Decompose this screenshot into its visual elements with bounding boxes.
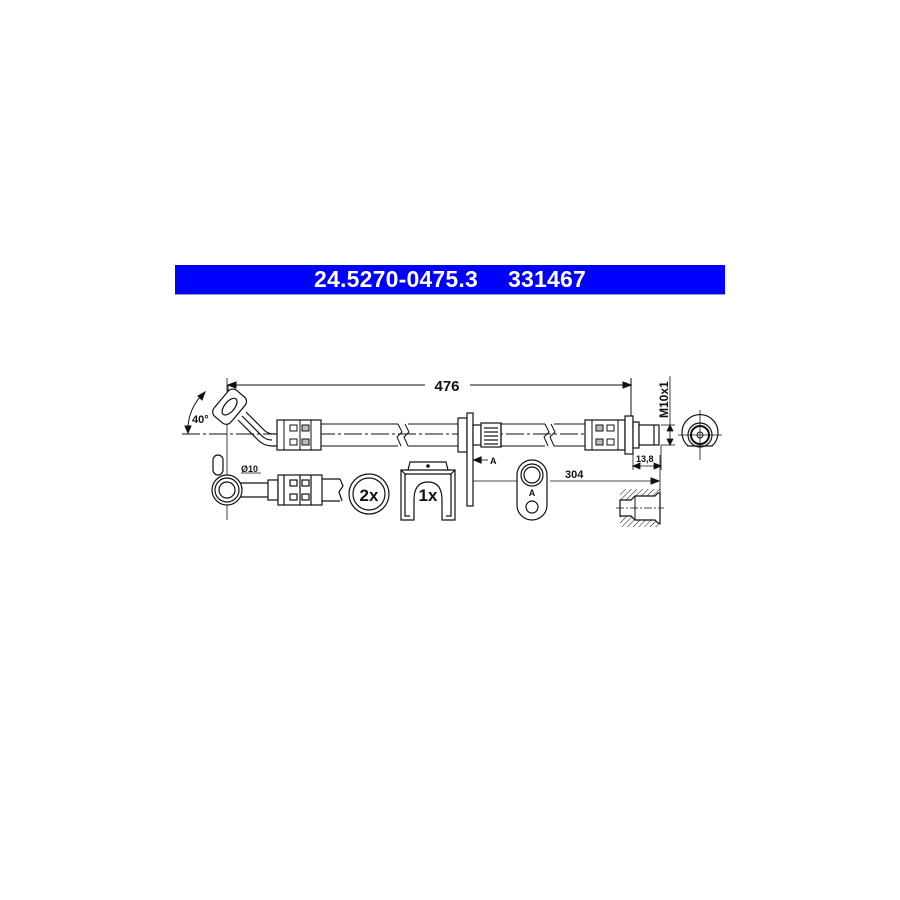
clip-quantity-label: 1x xyxy=(419,486,438,505)
port-section-view xyxy=(616,489,664,527)
fitting-end-view xyxy=(678,410,722,460)
part-number: 24.5270-0475.3 xyxy=(314,266,478,292)
male-fitting-right xyxy=(624,415,660,455)
alt-part-number: 331467 xyxy=(508,266,586,292)
fitting-length-label: 13,8 xyxy=(636,454,654,464)
hose-body xyxy=(321,423,585,447)
bracket-view-label: A xyxy=(529,488,536,498)
angle-label: 40° xyxy=(192,414,209,426)
overall-length-label: 476 xyxy=(434,378,459,395)
crimp-ferrule-left xyxy=(276,419,322,451)
clip-quantity: 1x xyxy=(400,461,456,521)
thread-label: M10x1 xyxy=(657,381,671,418)
banjo-side-view: Ø10 xyxy=(211,454,344,506)
mounting-bracket: A xyxy=(457,412,502,507)
banjo-diameter-label: Ø10 xyxy=(241,464,258,474)
washers-quantity: 2x xyxy=(348,473,390,515)
bracket-view-a: A xyxy=(516,459,548,521)
dimension-thread: M10x1 xyxy=(657,376,675,446)
part-number-banner: 24.5270-0475.3 331467 xyxy=(175,265,725,295)
section-marker-label: A xyxy=(490,456,497,466)
washers-quantity-label: 2x xyxy=(360,486,379,505)
crimp-ferrule-right xyxy=(584,419,626,451)
dimension-angle: 40° xyxy=(182,390,660,435)
dimension-fitting-length: 13,8 xyxy=(631,445,663,470)
bracket-distance-label: 304 xyxy=(565,469,584,481)
